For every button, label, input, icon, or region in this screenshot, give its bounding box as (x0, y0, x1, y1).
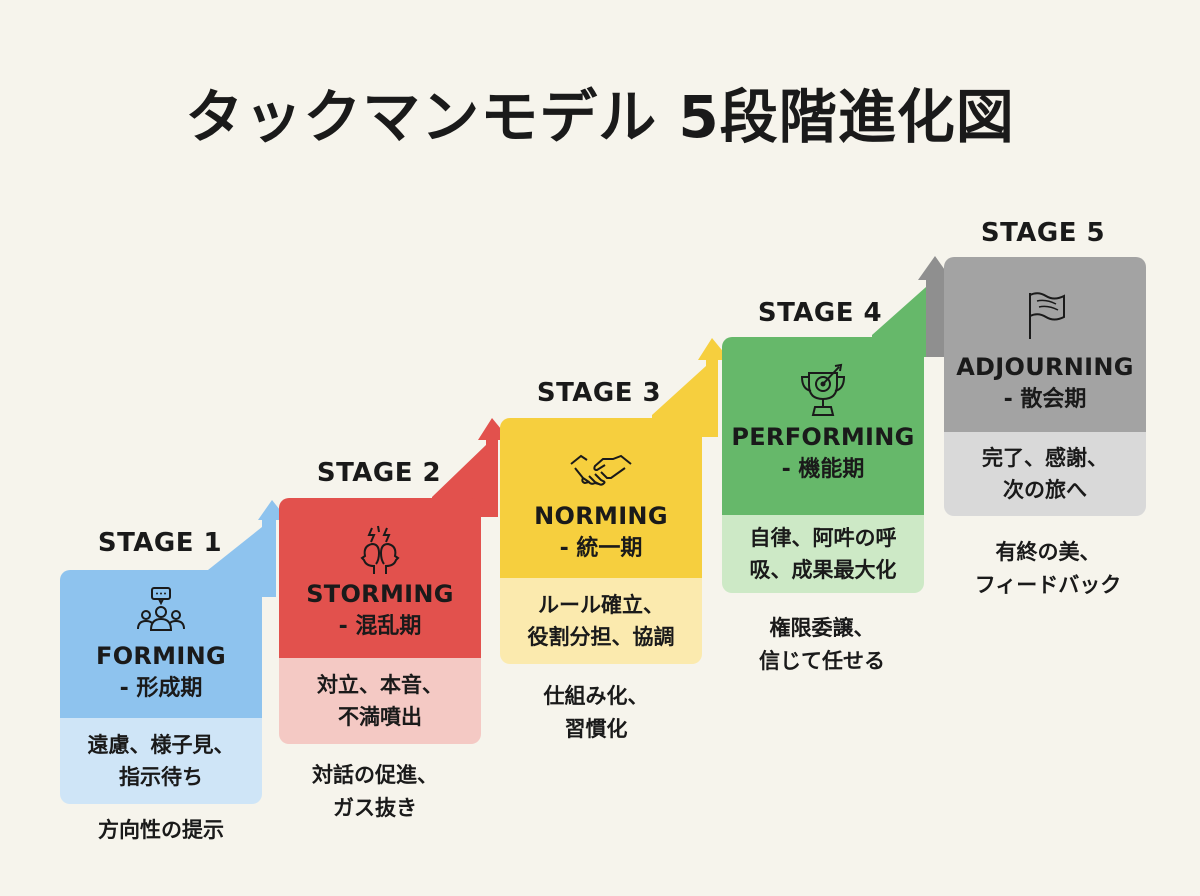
stage-1-header: FORMING - 形成期 (60, 570, 262, 718)
handshake-icon (570, 454, 632, 486)
stage-4-description: 自律、阿吽の呼 吸、成果最大化 (722, 515, 924, 593)
stage-1-label: STAGE 1 (97, 528, 223, 558)
stage-3-label: STAGE 3 (536, 378, 662, 408)
stage-4-label: STAGE 4 (757, 298, 883, 328)
stage-5-desc-line: 次の旅へ (1003, 478, 1087, 502)
stage-5-sub: - 散会期 (1003, 387, 1087, 412)
stage-3-sub: - 統一期 (559, 536, 643, 561)
stage-2-desc-line: 対立、本音、 (317, 673, 443, 697)
stage-4-header: PERFORMING - 機能期 (722, 337, 924, 515)
stage-2-label: STAGE 2 (316, 458, 442, 488)
trophy-target-icon (800, 363, 846, 416)
stage-1-note: 方向性の提示 (51, 814, 271, 847)
stage-2-note-line: ガス抜き (333, 796, 417, 820)
stage-5-header: ADJOURNING - 散会期 (944, 257, 1146, 432)
stage-4-note: 権限委譲、 信じて任せる (712, 612, 932, 678)
stage-1-name: FORMING (96, 642, 226, 670)
stage-5-name: ADJOURNING (956, 353, 1134, 381)
stage-4-sub: - 機能期 (781, 457, 865, 482)
stage-4-card: PERFORMING - 機能期 自律、阿吽の呼 吸、成果最大化 (722, 337, 924, 593)
stage-5-note-line: フィードバック (974, 573, 1122, 597)
stage-4-desc-line: 自律、阿吽の呼 (749, 526, 897, 550)
stage-5-card: ADJOURNING - 散会期 完了、感謝、 次の旅へ (944, 257, 1146, 516)
stage-2-name: STORMING (306, 580, 454, 608)
flag-icon (1029, 292, 1065, 339)
stage-4-desc-line: 吸、成果最大化 (749, 558, 897, 582)
stage-5-label: STAGE 5 (980, 218, 1106, 248)
stage-4-note-line: 信じて任せる (759, 649, 885, 673)
stage-2-description: 対立、本音、 不満噴出 (279, 658, 481, 744)
stage-3-desc-line: 役割分担、協調 (527, 625, 675, 649)
stage-3-description: ルール確立、 役割分担、協調 (500, 578, 702, 664)
stage-1-note-line: 方向性の提示 (98, 818, 224, 842)
stage-5-note: 有終の美、 フィードバック (938, 536, 1158, 602)
stage-4-note-line: 権限委譲、 (769, 616, 875, 640)
stage-2-sub: - 混乱期 (338, 614, 422, 639)
stage-1-desc-line: 遠慮、様子見、 (87, 733, 235, 757)
stage-1-sub: - 形成期 (119, 676, 203, 701)
stage-2-desc-line: 不満噴出 (338, 705, 422, 729)
stage-5-desc-line: 完了、感謝、 (982, 446, 1108, 470)
stage-3-desc-line: ルール確立、 (538, 593, 664, 617)
stage-3-header: NORMING - 統一期 (500, 418, 702, 578)
stage-2-card: STORMING - 混乱期 対立、本音、 不満噴出 (279, 498, 481, 744)
stage-1-card: FORMING - 形成期 遠慮、様子見、 指示待ち (60, 570, 262, 804)
stage-3-name: NORMING (534, 502, 668, 530)
team-chat-icon (137, 587, 185, 631)
stage-2-header: STORMING - 混乱期 (279, 498, 481, 658)
stage-5-description: 完了、感謝、 次の旅へ (944, 432, 1146, 516)
stage-3-note-line: 習慣化 (564, 717, 628, 741)
stage-2-note-line: 対話の促進、 (312, 763, 438, 787)
stage-4-name: PERFORMING (731, 423, 915, 451)
page-title: タックマンモデル 5段階進化図 (185, 83, 1015, 151)
stage-1-desc-line: 指示待ち (119, 765, 203, 789)
conflict-heads-icon (360, 525, 400, 574)
stage-1-description: 遠慮、様子見、 指示待ち (60, 718, 262, 804)
stage-2-note: 対話の促進、 ガス抜き (265, 759, 485, 825)
stage-3-note: 仕組み化、 習慣化 (486, 680, 706, 746)
stage-5-note-line: 有終の美、 (995, 540, 1101, 564)
stage-3-card: NORMING - 統一期 ルール確立、 役割分担、協調 (500, 418, 702, 664)
stage-3-note-line: 仕組み化、 (543, 684, 649, 708)
